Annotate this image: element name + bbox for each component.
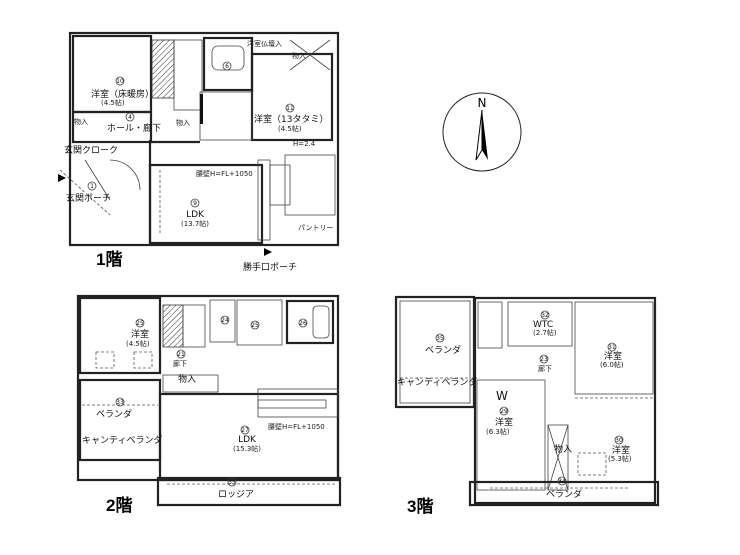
room-label: 32 <box>541 312 549 319</box>
room-label: ロッジア <box>218 490 254 500</box>
floor-1-label: 1階 <box>96 250 122 269</box>
room-ldk-2f <box>158 392 340 482</box>
room-label: 物入 <box>292 51 306 60</box>
room-label: (5.3帖) <box>608 454 632 463</box>
room-wc-2f <box>209 299 236 343</box>
room-label: 33 <box>116 399 124 406</box>
room-label: キャンティベランダ <box>82 434 162 446</box>
loggia <box>156 476 342 507</box>
storage-3f <box>547 424 569 491</box>
room-label: 洋室（床暖房） <box>91 88 154 100</box>
veranda-bottom-3f <box>468 480 660 507</box>
room-label: 31 <box>608 344 616 351</box>
room-label: ベランダ <box>425 344 461 356</box>
room-label: 34 <box>558 478 566 485</box>
floor-1-outer-wall <box>68 31 340 247</box>
room-label: (4.5帖) <box>278 124 302 133</box>
room-label: 6 <box>225 63 229 70</box>
room-label: W <box>496 389 508 403</box>
room-label: 洋室 <box>131 328 149 340</box>
room-label: 35 <box>228 479 236 486</box>
floor-1-plan: 10 洋室（床暖房） (4.5帖) 洋室仏壇入 物入 物入 物入 6 11 洋室… <box>58 31 340 273</box>
room-western-60 <box>574 301 654 395</box>
room-label: 勝手口ポーチ <box>243 261 297 273</box>
room-label: 玄関クローク <box>64 144 118 156</box>
room-label: 物入 <box>74 117 88 126</box>
room-label: 洋室 <box>604 350 622 362</box>
room-label: 物入 <box>178 373 196 385</box>
veranda-2f <box>78 378 162 462</box>
floor-2-plan: 25 洋室 (4.5帖) 21 廊下 物入 24 25 26 33 ベランダ キ… <box>76 294 342 515</box>
floor-3-label: 3階 <box>407 497 433 516</box>
floor-2-label: 2階 <box>106 496 132 515</box>
room-label: 23 <box>540 356 548 363</box>
room-label: 廊下 <box>173 359 187 368</box>
room-label: 物入 <box>176 118 190 127</box>
room-label: LDK <box>238 435 257 445</box>
room-label: 9 <box>193 200 197 207</box>
room-label: 洋室仏壇入 <box>247 39 282 48</box>
room-label: (6.0帖) <box>600 360 624 369</box>
room-label: 1 <box>90 183 94 190</box>
room-label: キャンティベランダ <box>397 376 477 388</box>
north-compass: N <box>442 92 522 172</box>
room-label: ホール・廊下 <box>107 122 161 134</box>
room-label: 腰壁H=FL+1050 <box>196 169 253 178</box>
room-hall <box>71 110 153 144</box>
room-label: (2.7帖) <box>533 328 557 337</box>
room-label: 洋室 <box>495 416 513 428</box>
stairs <box>173 39 203 111</box>
room-western-2f <box>78 296 162 375</box>
room-label: (6.3帖) <box>486 427 510 436</box>
room-western-63 <box>476 379 546 491</box>
room-wc-wash <box>199 91 253 141</box>
room-label: 25 <box>251 322 259 329</box>
room-label: (4.5帖) <box>126 339 150 348</box>
room-label: WTC <box>533 320 553 330</box>
room-label: 腰壁H=FL+1050 <box>268 422 325 431</box>
room-label: (13.7帖) <box>181 219 209 228</box>
room-label: 物入 <box>554 443 572 455</box>
room-label: 廊下 <box>538 364 552 373</box>
stairs-3f <box>477 301 503 349</box>
entrance-arrow-icon <box>58 174 66 182</box>
back-entrance-arrow-icon <box>264 248 272 256</box>
veranda-left-3f <box>394 295 476 409</box>
room-label: 10 <box>116 78 124 85</box>
room-label: H=2.4 <box>293 140 316 148</box>
floor-3-plan: 35 ベランダ キャンティベランダ 32 WTC (2.7帖) 23 廊下 31… <box>394 295 660 516</box>
room-label: 11 <box>286 105 294 112</box>
room-label: 24 <box>221 317 229 324</box>
room-wash-2f <box>236 299 283 346</box>
room-ldk <box>148 163 264 245</box>
room-label: (15.3帖) <box>233 444 261 453</box>
room-label: 洋室 <box>612 444 630 456</box>
room-bath-2f <box>285 299 335 345</box>
compass-north-label: N <box>478 96 487 110</box>
room-label: 27 <box>241 427 249 434</box>
room-label: パントリー <box>298 224 333 232</box>
room-label: 35 <box>436 335 444 342</box>
room-label: LDK <box>186 210 205 220</box>
room-label: 30 <box>615 437 623 444</box>
room-label: (4.5帖) <box>101 98 125 107</box>
room-label: 29 <box>500 408 508 415</box>
room-wtc <box>507 301 573 347</box>
room-label: 25 <box>136 320 144 327</box>
room-label: ベランダ <box>546 488 582 500</box>
room-label: 玄関ポーチ <box>66 192 111 204</box>
room-label: 26 <box>299 320 307 327</box>
storage-2f <box>162 374 219 393</box>
room-label: 21 <box>177 351 185 358</box>
room-label: 洋室（13タタミ） <box>254 113 328 125</box>
room-label: ベランダ <box>96 408 132 420</box>
stair-hatch <box>151 39 175 99</box>
room-label: 4 <box>128 114 132 121</box>
room-pantry <box>284 154 336 216</box>
